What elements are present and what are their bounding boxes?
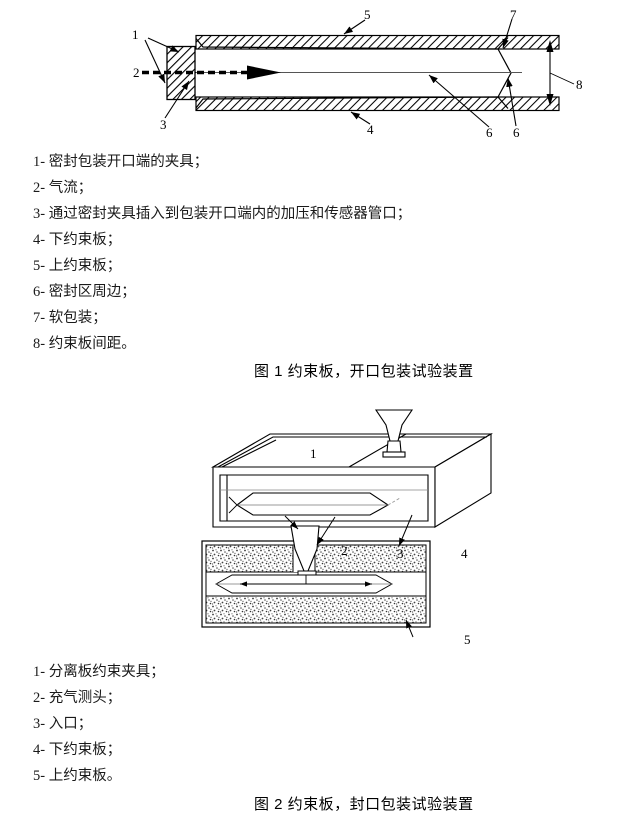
figure-1-callout-6a: 6: [486, 125, 493, 140]
figure-2-callout-5: 5: [464, 632, 471, 647]
legend2-item-3: 3- 入口；: [33, 716, 93, 732]
figure-2-callout-1: 1: [310, 446, 317, 461]
isometric-restraint-assembly: [210, 433, 494, 528]
legend2-item-2: 2- 充气测头；: [33, 690, 122, 706]
inflation-probe-funnel-top: [374, 409, 414, 458]
figure-1-svg: [142, 18, 575, 128]
figure-1-callout-4: 4: [367, 122, 374, 137]
figure-1-leaders: [144, 18, 575, 128]
figure-2-diagram: 1 2 3 4 5: [180, 405, 510, 650]
legend1-item-3: 3- 通过密封夹具插入到包装开口端内的加压和传感器管口；: [33, 206, 412, 222]
legend1-item-8: 8- 约束板间距。: [33, 336, 136, 352]
legend2-item-5: 5- 上约束板。: [33, 768, 122, 784]
figure-2-callout-2: 2: [341, 543, 348, 558]
figure-1-caption: 图 1 约束板，开口包装试验装置: [254, 363, 474, 380]
cross-section-view: [201, 525, 431, 628]
legend1-item-7: 7- 软包装；: [33, 310, 107, 326]
figure-1-callout-3: 3: [160, 117, 167, 132]
lower-restraint-plate: [195, 96, 560, 112]
figure-2-svg: [201, 409, 494, 638]
legend1-item-5: 5- 上约束板；: [33, 258, 122, 274]
figure-1-callout-2: 2: [133, 65, 140, 80]
upper-restraint-plate: [195, 34, 560, 50]
legend1-item-4: 4- 下约束板；: [33, 232, 122, 248]
legend1-item-2: 2- 气流；: [33, 180, 93, 196]
figure-1-callout-6b: 6: [513, 125, 520, 140]
figure-2-callout-3: 3: [397, 546, 404, 561]
figure-1-callout-7: 7: [510, 7, 517, 22]
figure-1-callout-1: 1: [132, 27, 139, 42]
figure-2-caption: 图 2 约束板，封口包装试验装置: [254, 796, 474, 813]
legend2-item-1: 1- 分离板约束夹具；: [33, 664, 165, 680]
figure-2-section-leaders: [284, 514, 414, 638]
legend1-item-6: 6- 密封区周边；: [33, 284, 136, 300]
figure-2-callout-4: 4: [461, 546, 468, 561]
figure-1-diagram: 1 2 3 4 5 6 6 7 8: [0, 0, 633, 145]
legend2-item-4: 4- 下约束板；: [33, 742, 122, 758]
figure-1-callout-5: 5: [364, 7, 371, 22]
figure-1-callout-8: 8: [576, 77, 583, 92]
airflow-arrow: [142, 65, 281, 80]
legend1-item-1: 1- 密封包装开口端的夹具；: [33, 154, 209, 170]
